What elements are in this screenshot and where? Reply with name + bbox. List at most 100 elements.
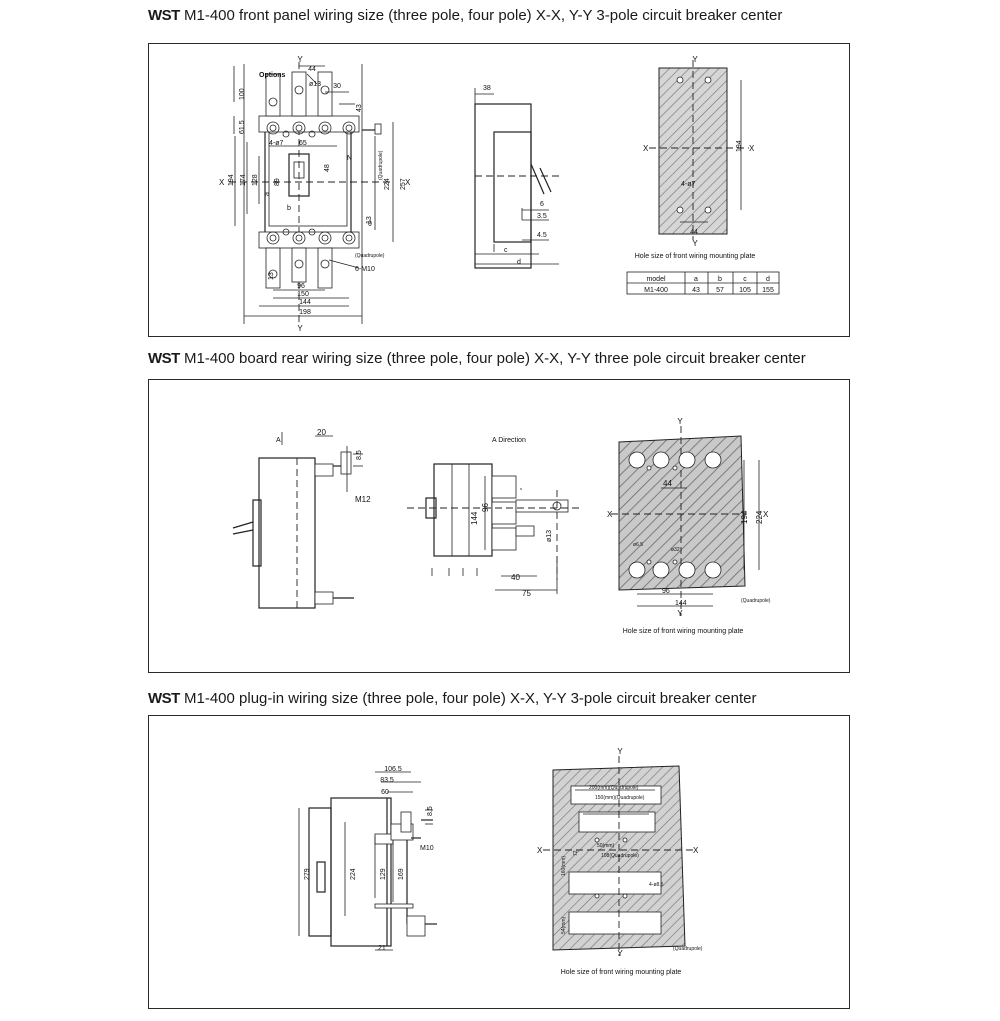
model-dimension-table: model a b c d M1-400 43 57 105 155 — [626, 271, 780, 295]
dim-150: 150 — [297, 291, 309, 298]
section-title-front-panel: WST M1-400 front panel wiring size (thre… — [148, 7, 782, 24]
dim-m12: M12 — [355, 495, 371, 504]
table-cell: 155 — [762, 287, 774, 294]
dim-129: 129 — [380, 868, 387, 880]
section-title-rear-wiring: WST M1-400 board rear wiring size (three… — [148, 350, 806, 367]
label-50mm: 50(mm) — [597, 843, 615, 849]
dim-13-diameter: ø13 — [309, 81, 321, 88]
dim-144: 144 — [299, 299, 311, 306]
dim-n: N — [347, 155, 352, 162]
breaker-front-view — [229, 62, 394, 324]
dim-174: 174 — [240, 174, 247, 186]
x-axis-label-left: X — [643, 144, 649, 153]
dim-83-5: 83.5 — [380, 777, 394, 784]
table-header: d — [766, 276, 770, 283]
dim-6-5-diameter: ø6.5 — [633, 542, 643, 548]
y-axis-label-bottom: Y — [692, 239, 698, 248]
y-axis-label-bottom: Y — [617, 949, 623, 958]
table-cell: 43 — [692, 287, 700, 294]
dim-279: 279 — [304, 868, 311, 880]
front-view-dimension-labels: Y Y X X Options 44 ø13 30 43 100 61.5 4-… — [219, 55, 411, 333]
rear-plate-labels: Y Y X X 44 194 224 ø6.5 ø32 96 144 (Quad… — [607, 417, 771, 635]
dim-48: 48 — [324, 164, 331, 172]
a-direction-labels: A Direction 96 144 ø13 40 75 — [470, 437, 553, 598]
brand-label: WST — [148, 690, 180, 707]
table-header: a — [694, 276, 698, 283]
section-title-plug-in: WST M1-400 plug-in wiring size (three po… — [148, 690, 757, 707]
plate-caption: Hole size of front wiring mounting plate — [635, 253, 756, 260]
dim-65: 65 — [299, 140, 307, 147]
dim-4-phi7: 4-ø7 — [269, 140, 284, 147]
dim-13-c: 13 — [366, 216, 373, 224]
plug-in-drawing-frame: 106.5 83.5 60 8.5 M10 279 224 129 169 21… — [148, 715, 850, 1009]
dim-194: 194 — [740, 510, 749, 524]
dim-6: 6 — [540, 201, 544, 208]
dim-20: 20 — [317, 428, 326, 437]
rear-side-labels: A 20 8.5 M12 — [276, 428, 371, 504]
dim-d: d — [517, 259, 521, 266]
dim-194: 194 — [228, 174, 235, 186]
quadrupole-note-2: (Quadrupole) — [355, 253, 385, 259]
dim-224: 224 — [755, 510, 764, 524]
front-panel-drawing-frame: Y Y X X Options 44 ø13 30 43 100 61.5 4-… — [148, 43, 850, 337]
dim-theta: θ — [368, 221, 372, 228]
plug-in-side-labels: 106.5 83.5 60 8.5 M10 279 224 129 169 21 — [304, 766, 434, 952]
dim-100: 100 — [239, 88, 246, 100]
dim-13-b: 13 — [268, 272, 275, 280]
section-title-text: M1-400 board rear wiring size (three pol… — [179, 350, 806, 367]
dim-224: 224 — [350, 868, 357, 880]
options-label: Options — [259, 72, 286, 79]
dim-a: a — [264, 192, 271, 196]
breaker-side-view — [474, 88, 559, 269]
section-title-text: M1-400 plug-in wiring size (three pole, … — [179, 690, 757, 707]
dim-169: 169 — [398, 868, 405, 880]
dim-106-5: 106.5 — [384, 766, 402, 773]
x-axis-label-left: X — [537, 846, 543, 855]
mounting-plate-labels: Y Y X X 194 4-ø7 44 Hole size of front w… — [635, 55, 756, 260]
label-72: 72 — [573, 850, 579, 856]
quadrupole-note: (Quadrupole) — [741, 598, 771, 604]
table-cell: 57 — [716, 287, 724, 294]
y-axis-label-bottom: Y — [297, 324, 303, 333]
x-axis-label-left: X — [219, 178, 225, 187]
plate-caption: Hole size of front wiring mounting plate — [623, 628, 744, 635]
plate-caption: Hole size of front wiring mounting plate — [561, 969, 682, 976]
rear-wiring-drawing: A 20 8.5 M12 A Direction 96 144 ø13 40 7… — [232, 417, 771, 635]
dim-21: 21 — [378, 945, 386, 952]
dim-c: c — [504, 247, 508, 254]
dim-8-5: 8.5 — [356, 450, 363, 460]
label-108: 108(Quadrupole) — [601, 853, 639, 859]
dim-44: 44 — [308, 66, 316, 73]
y-axis-label-top: Y — [297, 55, 303, 64]
table-header: b — [718, 276, 722, 283]
dim-257: 257 — [400, 178, 407, 190]
dim-44: 44 — [663, 479, 672, 488]
rear-mounting-plate — [611, 426, 760, 616]
dim-144: 144 — [470, 511, 479, 525]
plug-in-drawing: 106.5 83.5 60 8.5 M10 279 224 129 169 21… — [298, 747, 703, 976]
x-axis-label-right: X — [763, 510, 769, 519]
rear-wiring-drawing-frame: A 20 8.5 M12 A Direction 96 144 ø13 40 7… — [148, 379, 850, 673]
x-axis-label-right: X — [749, 144, 755, 153]
dim-8-5: 8.5 — [427, 806, 434, 816]
brand-label: WST — [148, 350, 180, 367]
x-axis-label-right: X — [405, 178, 411, 187]
dim-61-5: 61.5 — [239, 120, 246, 134]
y-axis-label-bottom: Y — [677, 609, 683, 618]
dim-60: 60 — [381, 789, 389, 796]
plug-in-mounting-plate — [543, 756, 693, 956]
dim-224: 224 — [384, 178, 391, 190]
dim-44: 44 — [690, 229, 698, 236]
dim-43: 43 — [356, 104, 363, 112]
dim-b: b — [287, 205, 291, 212]
front-mounting-plate — [649, 60, 749, 240]
x-axis-label-right: X — [693, 846, 699, 855]
dim-30: 30 — [333, 83, 341, 90]
dim-38: 38 — [483, 85, 491, 92]
label-4-phi8-5: 4-ø8.5 — [649, 882, 664, 888]
dim-3-5: 3.5 — [537, 213, 547, 220]
quadrupole-note-1: (Quadrupole) — [378, 150, 384, 180]
plug-in-plate-labels: Y Y X X 200(mm)(Quadrupole) 150(mm)(Quad… — [537, 747, 703, 976]
table-header: c — [743, 276, 747, 283]
y-axis-label-top: Y — [677, 417, 683, 426]
